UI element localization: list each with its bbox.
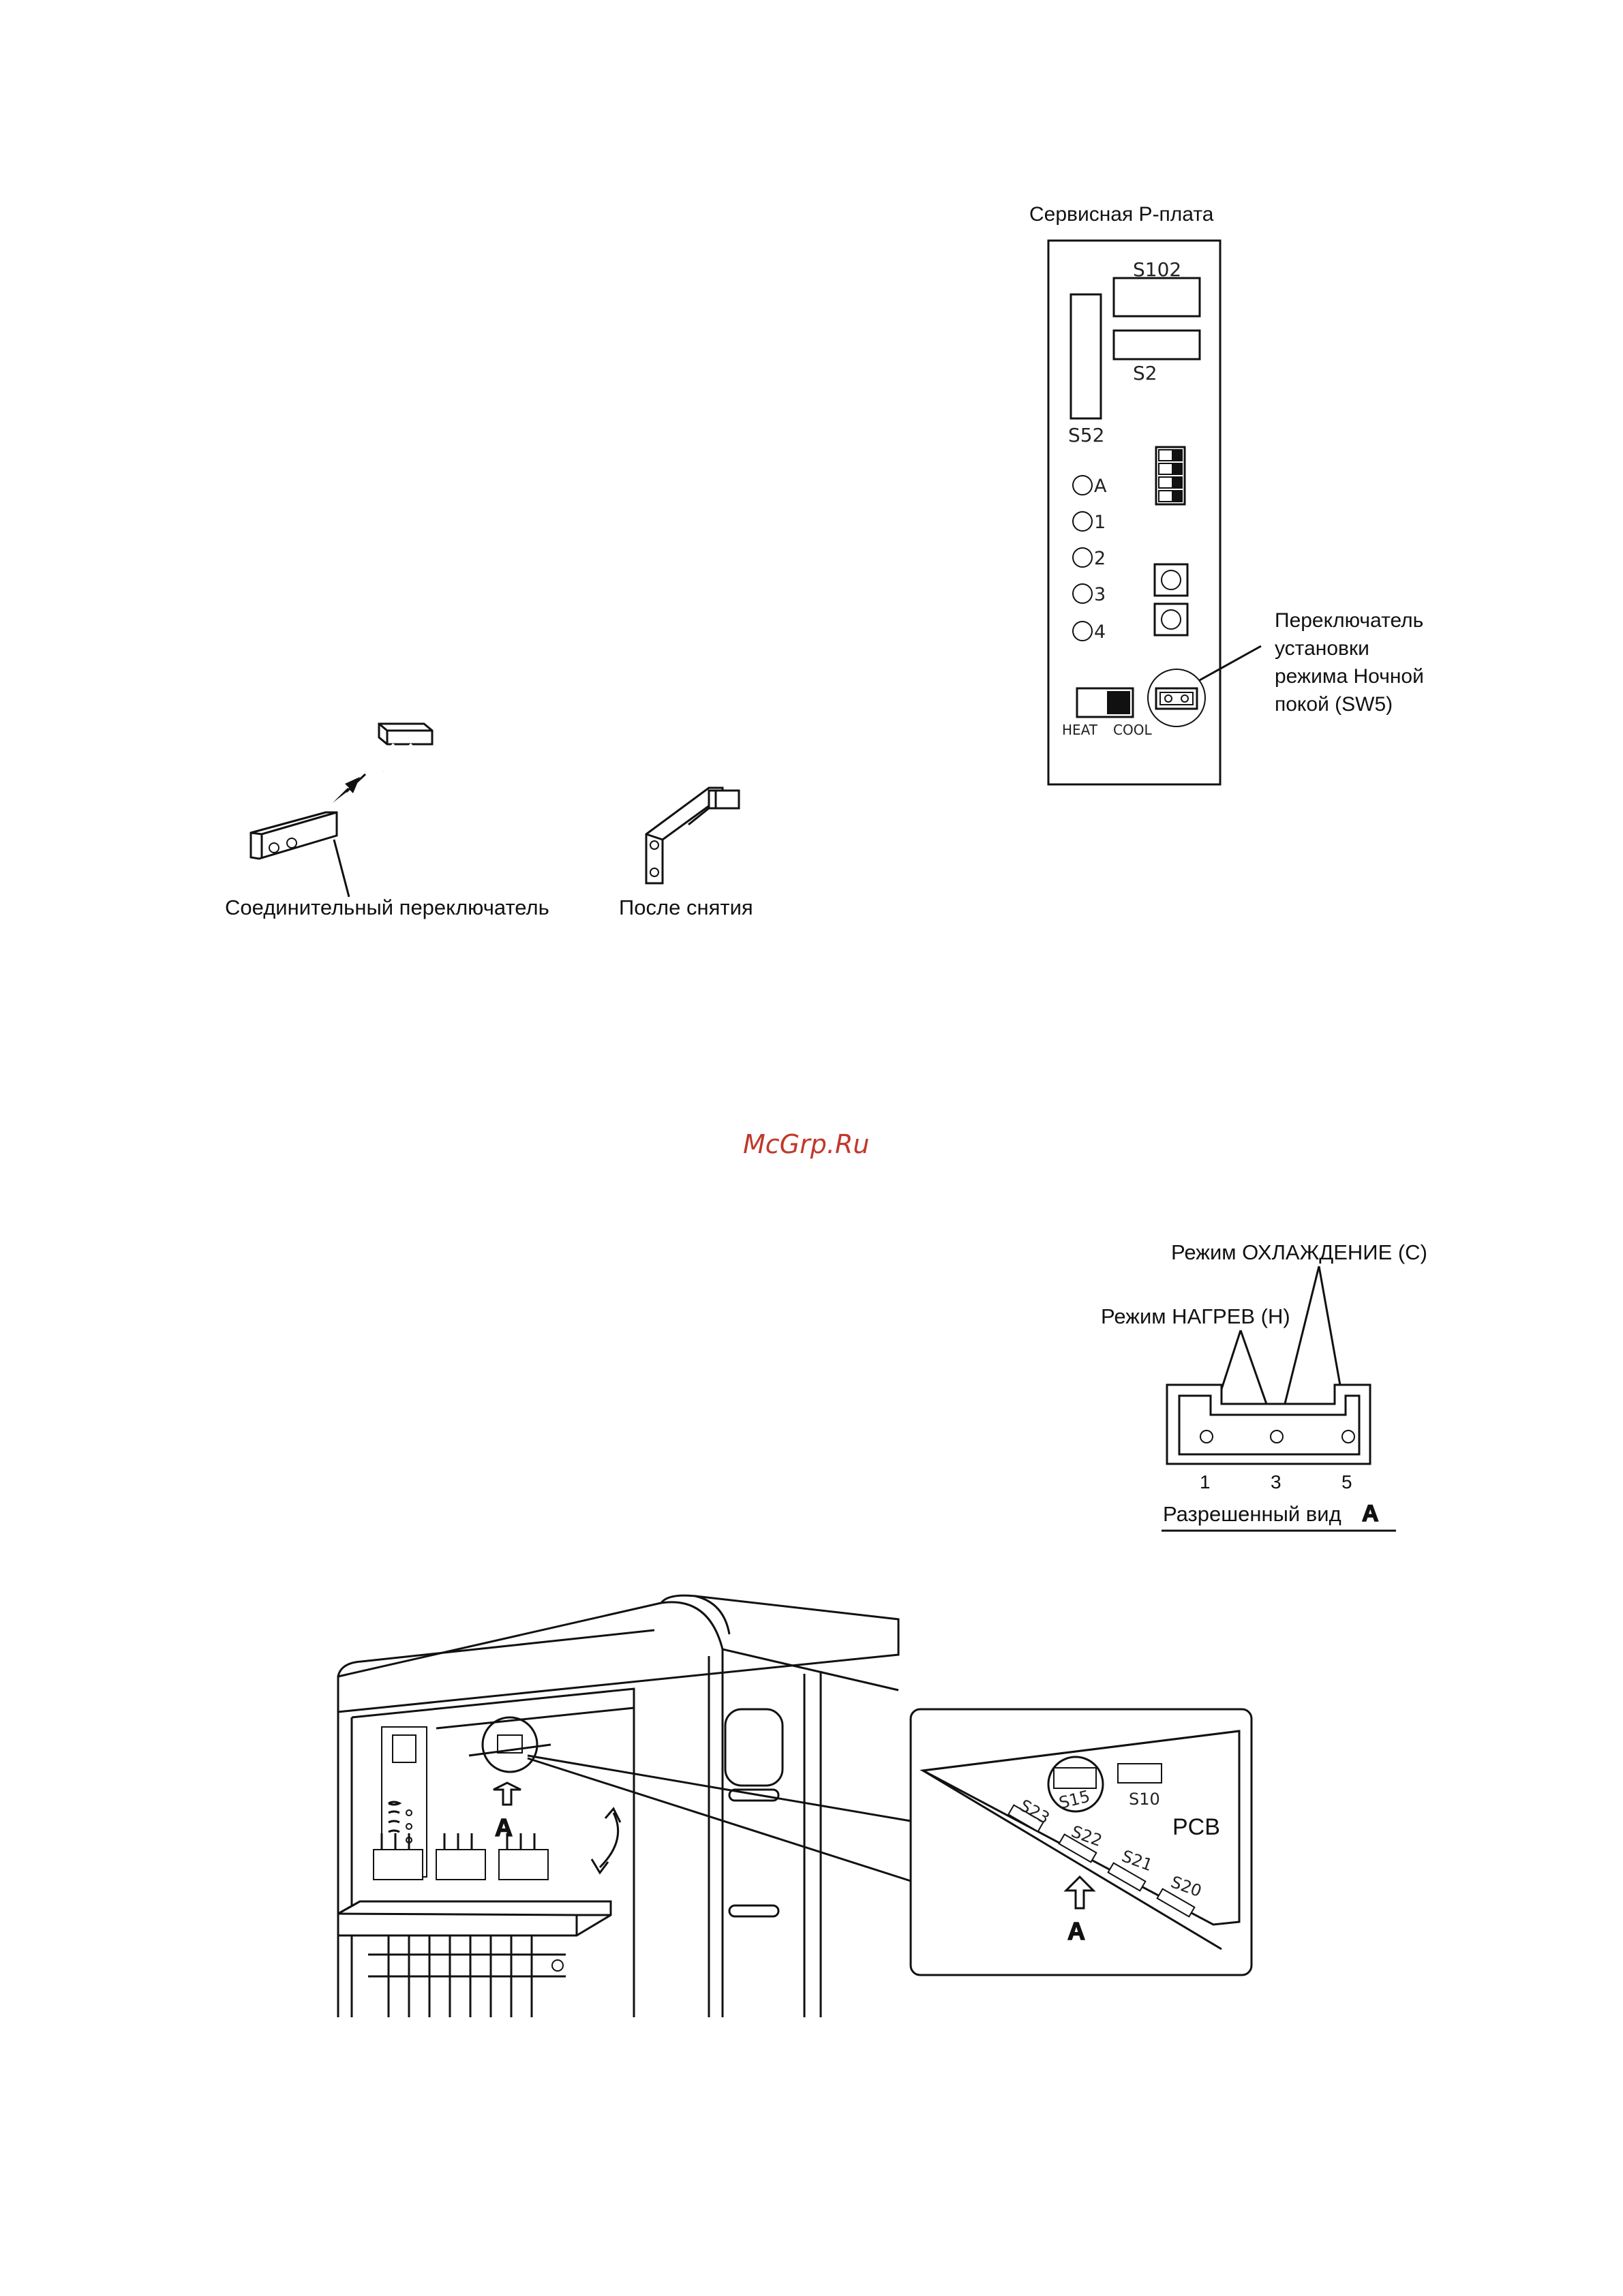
connector-s102-label: S102 xyxy=(1133,258,1181,281)
led-4-label: 4 xyxy=(1094,622,1106,643)
wire-harness xyxy=(368,1935,566,2017)
led-a xyxy=(1073,476,1092,495)
led-2-label: 2 xyxy=(1094,548,1106,569)
pcb-inset: S15 S10 S23 S22 S21 S20 PCB A xyxy=(911,1709,1252,1975)
connector-s52-label: S52 xyxy=(1068,424,1104,446)
view-caption-mark: A xyxy=(1362,1501,1379,1527)
after-removal-label: После снятия xyxy=(619,896,753,919)
outdoor-unit-drawing: A xyxy=(338,1595,911,2017)
led-1 xyxy=(1073,512,1092,531)
connector-switch-label: Соединительный переключатель xyxy=(225,896,549,919)
service-board-title: Сервисная P-плата xyxy=(1029,203,1214,226)
connector-s52 xyxy=(1071,294,1101,418)
pin-1-label: 1 xyxy=(1200,1471,1211,1493)
led-3-label: 3 xyxy=(1094,584,1106,605)
pin-3-label: 3 xyxy=(1271,1471,1281,1493)
arrow-a-mark: A xyxy=(495,1813,513,1841)
connector-s15 xyxy=(1054,1768,1096,1788)
cool-label: COOL xyxy=(1113,722,1152,738)
connector-switch-diagram: Соединительный переключатель После сняти… xyxy=(225,724,753,919)
led-3 xyxy=(1073,584,1092,603)
watermark: McGrp.Ru xyxy=(743,1129,869,1159)
view-caption: Разрешенный вид xyxy=(1163,1502,1341,1526)
connector-base-icon xyxy=(251,812,337,859)
heat-label: HEAT xyxy=(1062,722,1098,738)
s10-label: S10 xyxy=(1129,1790,1160,1809)
heat-mode-label: Режим НАГРЕВ (Н) xyxy=(1101,1304,1290,1328)
connector-s102 xyxy=(1114,278,1200,316)
pin-5 xyxy=(1342,1430,1354,1443)
svg-text:режима Ночной: режима Ночной xyxy=(1275,665,1424,688)
pin-5-label: 5 xyxy=(1341,1471,1352,1493)
after-removal-icon xyxy=(646,788,739,883)
led-a-label: A xyxy=(1094,476,1107,497)
pcb-label: PCB xyxy=(1172,1814,1220,1840)
down-arrow-icon xyxy=(333,777,360,803)
svg-text:покой (SW5): покой (SW5) xyxy=(1275,693,1393,716)
connector-s2-label: S2 xyxy=(1133,362,1157,384)
pin-3 xyxy=(1271,1430,1283,1443)
led-1-label: 1 xyxy=(1094,512,1106,533)
svg-text:установки: установки xyxy=(1275,637,1369,660)
connector-s10 xyxy=(1118,1764,1162,1783)
dip-switch-block xyxy=(1156,447,1185,504)
sw5-label: Переключатель установки режима Ночной по… xyxy=(1275,609,1424,716)
pcb-arrow-mark: A xyxy=(1067,1917,1085,1945)
led-2 xyxy=(1073,548,1092,567)
mode-view-diagram: Режим ОХЛАЖДЕНИЕ (С) Режим НАГРЕВ (Н) 1 … xyxy=(1101,1240,1427,1531)
service-board-diagram: Сервисная P-плата S102 S2 S52 A 1 2 3 4 xyxy=(1029,203,1424,784)
pin-1 xyxy=(1200,1430,1213,1443)
connector-s2 xyxy=(1114,331,1200,359)
arrow-a-icon xyxy=(494,1783,521,1805)
cool-mode-label: Режим ОХЛАЖДЕНИЕ (С) xyxy=(1171,1240,1427,1264)
jumper-plug-icon xyxy=(365,724,432,771)
led-4 xyxy=(1073,622,1092,641)
svg-text:Переключатель: Переключатель xyxy=(1275,609,1423,632)
